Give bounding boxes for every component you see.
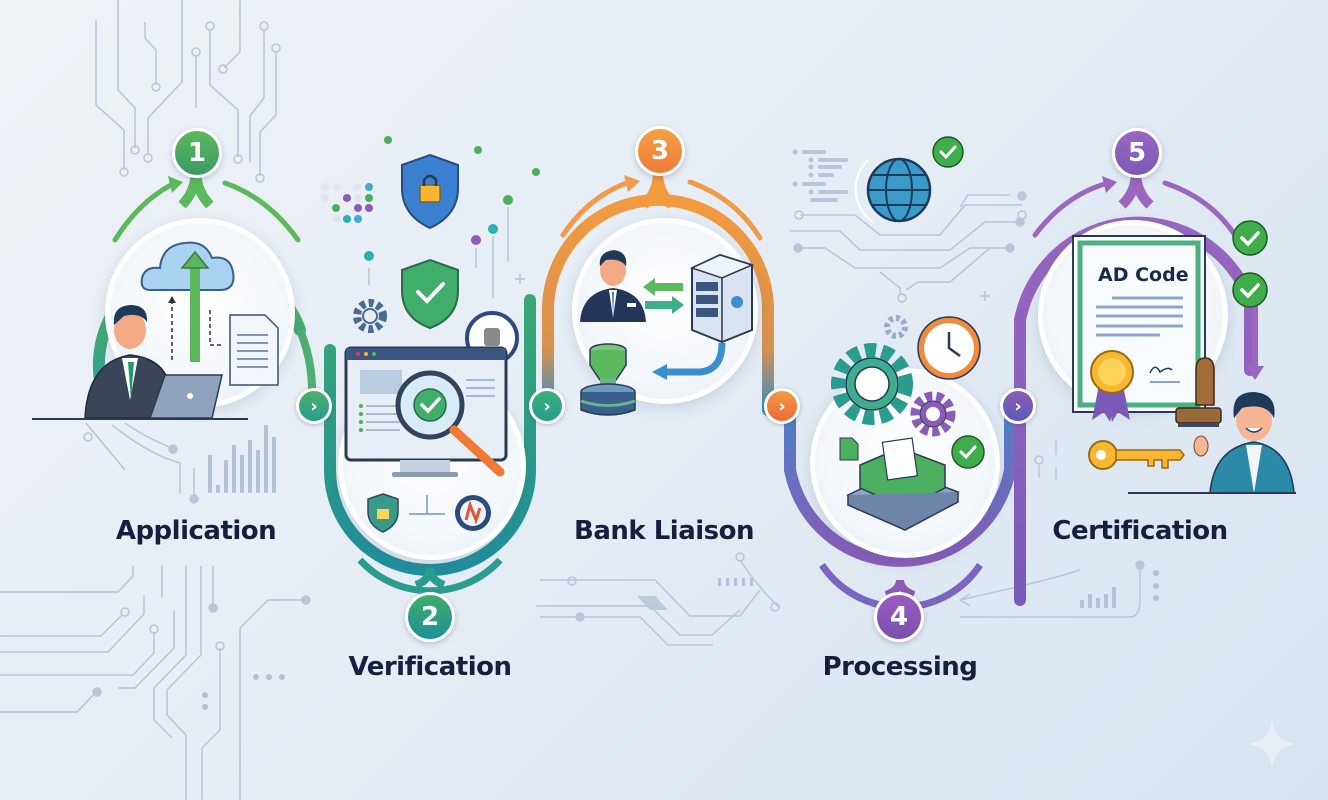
document-icon: [229, 314, 279, 386]
certificate-icon: [1072, 235, 1206, 413]
shield-check-icon: [401, 258, 459, 330]
check-circle-icon: [951, 435, 985, 469]
institution-seal-icon: [455, 495, 491, 531]
sparkle-icon: [1248, 720, 1296, 768]
step-4-ring: [784, 394, 1016, 567]
certificate-title: AD Code: [1098, 264, 1189, 286]
step-4-label: Processing: [822, 652, 978, 682]
connector-4-5-chevron-icon: ›: [1000, 388, 1036, 424]
gear-purple-icon: [910, 391, 956, 437]
cloud-upload-icon: [140, 241, 235, 362]
shield-lock-icon: [401, 153, 459, 230]
connector-2-3-chevron-icon: ›: [529, 388, 565, 424]
step-4-badge: 4: [874, 592, 924, 642]
small-shield-icon: [367, 493, 445, 533]
rubber-stamp-icon: [1175, 357, 1222, 427]
gold-key-icon: [1088, 440, 1185, 470]
banker-icon: [580, 250, 646, 322]
connector-3-4-chevron-icon: ›: [764, 388, 800, 424]
step-2-label: Verification: [348, 652, 512, 682]
step-1-label: Application: [115, 516, 277, 546]
step-3-label: Bank Liaison: [574, 516, 755, 546]
step-1-badge: 1: [172, 128, 222, 178]
rubber-stamp-icon: [580, 343, 636, 416]
step-5-label: Certification: [1052, 516, 1228, 546]
step-3-ring: [542, 194, 774, 416]
happy-person-icon: [1128, 392, 1296, 494]
gear-small-icon: [884, 315, 908, 339]
gear-icon: [353, 299, 387, 333]
inbox-tray-icon: [846, 437, 960, 531]
exchange-arrows-icon: [643, 278, 684, 314]
person-laptop-icon: [32, 305, 248, 420]
globe-icon: [854, 157, 932, 223]
step-3-badge: 3: [635, 126, 685, 176]
server-icon: [652, 253, 755, 380]
check-badge-icon: [1232, 220, 1268, 308]
clock-icon: [917, 316, 981, 380]
monitor-magnifier-check-icon: [344, 346, 508, 477]
gear-large-icon: [831, 343, 913, 425]
file-icon: [839, 437, 859, 461]
award-ribbon-icon: [1090, 350, 1134, 422]
check-badge-icon: [932, 136, 964, 168]
step-2-badge: 2: [405, 592, 455, 642]
connector-1-2-chevron-icon: ›: [296, 388, 332, 424]
step-5-badge: 5: [1112, 128, 1162, 178]
